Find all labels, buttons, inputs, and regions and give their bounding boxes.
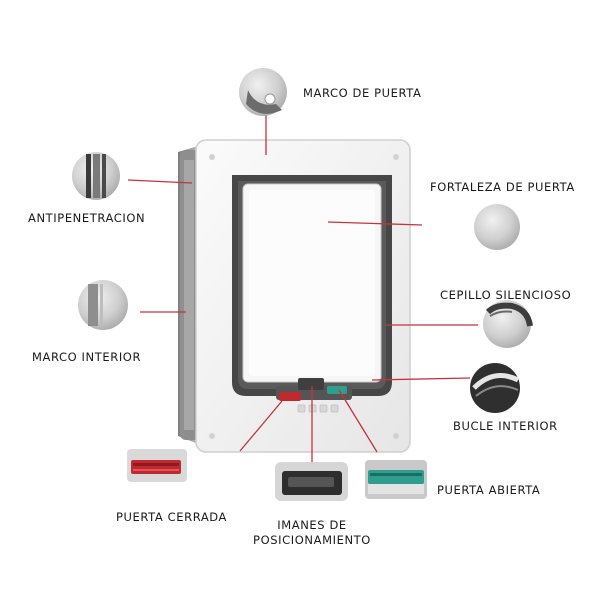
leader-puerta-cerrada: [239, 400, 283, 452]
label-fortaleza-de-puerta: FORTALEZA DE PUERTA: [430, 180, 575, 194]
label-bucle-interior: BUCLE INTERIOR: [453, 419, 558, 433]
leader-lines: [127, 115, 478, 463]
leader-bucle: [371, 377, 471, 381]
closed-latch-key: [279, 392, 301, 401]
antipenetracion-detail-icon: [72, 152, 120, 200]
label-puerta-abierta: PUERTA ABIERTA: [437, 483, 541, 497]
imanes-detail-icon: [275, 462, 348, 501]
label-imanes-line1: IMANES DE: [277, 518, 347, 532]
puerta-abierta-detail-icon: [365, 460, 427, 499]
leader-fortaleza: [327, 221, 423, 226]
leader-antipenetracion: [127, 179, 193, 184]
label-imanes-line2: POSICIONAMIENTO: [253, 533, 371, 547]
label-cepillo-silencioso: CEPILLO SILENCIOSO: [440, 288, 572, 302]
label-marco-interior: MARCO INTERIOR: [32, 350, 142, 364]
label-puerta-cerrada: PUERTA CERRADA: [116, 510, 228, 524]
puerta-cerrada-detail-icon: [127, 449, 187, 482]
inner-frame-back: [178, 146, 200, 444]
label-antipenetracion: ANTIPENETRACION: [28, 211, 146, 225]
open-latch-key: [327, 386, 347, 394]
label-marco-de-puerta: MARCO DE PUERTA: [303, 86, 422, 100]
marco-de-puerta-detail-icon: [239, 68, 287, 116]
leader-puerta-abierta: [338, 389, 378, 453]
marco-interior-detail-icon: [78, 280, 128, 330]
cepillo-detail-icon: [483, 300, 533, 348]
bucle-interior-detail-icon: [470, 363, 520, 413]
bottom-latch: [276, 378, 352, 413]
fortaleza-detail-icon: [474, 204, 520, 250]
